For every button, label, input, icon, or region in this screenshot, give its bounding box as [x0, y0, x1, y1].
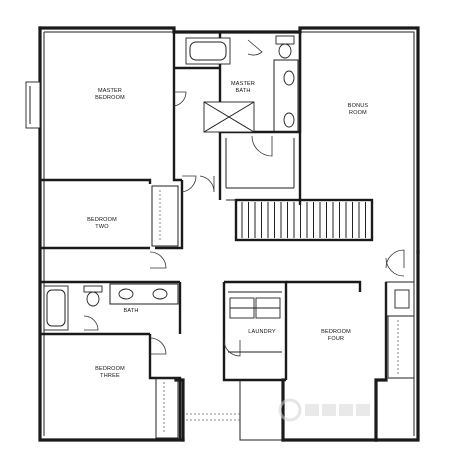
room-bath: BATH	[123, 308, 138, 314]
interior-walls	[40, 32, 415, 441]
room-bedroom-four-line2: FOUR	[328, 336, 344, 342]
master-vanity	[273, 59, 299, 133]
bath-vanity	[109, 283, 179, 305]
room-master-bath-line2: BATH	[235, 88, 250, 94]
room-labels: MASTER BEDROOM MASTER BATH BONUS ROOM BE…	[87, 81, 368, 379]
fixtures	[43, 35, 299, 353]
room-bedroom-three-line2: THREE	[100, 373, 120, 379]
room-master-bedroom-line1: MASTER	[98, 88, 122, 94]
room-bedroom-two-line1: BEDROOM	[87, 217, 117, 223]
room-bonus-room-line2: ROOM	[349, 110, 367, 116]
room-bedroom-two-line2: TWO	[95, 224, 109, 230]
room-master-bath-line1: MASTER	[231, 81, 255, 87]
room-laundry: LAUNDRY	[248, 329, 276, 335]
toilet	[83, 285, 103, 293]
bathtub	[43, 285, 69, 331]
room-bonus-room-line1: BONUS	[348, 103, 369, 109]
staircase	[241, 202, 366, 238]
exterior-walls	[38, 26, 420, 442]
doors	[83, 39, 405, 357]
bay-window	[25, 81, 41, 129]
watermark-logo-icon	[278, 398, 370, 422]
room-master-bedroom-line2: BEDROOM	[95, 95, 125, 101]
master-toilet	[275, 35, 295, 45]
room-bedroom-three-line1: BEDROOM	[95, 366, 125, 372]
room-bedroom-four-line1: BEDROOM	[321, 329, 351, 335]
